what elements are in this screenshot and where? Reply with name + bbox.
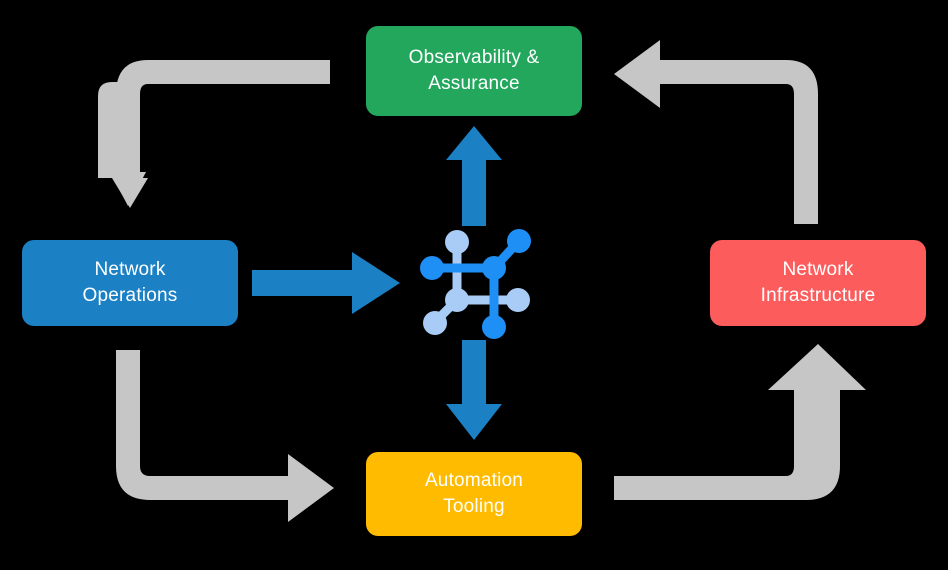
blue-arrow-operations-to-hub [252,252,400,314]
network-topology-icon [420,229,531,339]
gray-arrow-observability-to-operations-body [110,60,330,206]
node-box-automation[interactable]: Automation Tooling [366,452,582,536]
blue-arrow-hub-to-automation [446,340,502,440]
gray-arrow-infrastructure-to-observability [614,40,818,224]
node-box-observability[interactable]: Observability & Assurance [366,26,582,116]
gray-arrow-operations-to-automation [116,350,334,522]
gray-arrow-automation-to-infrastructure [614,344,866,500]
node-box-infrastructure[interactable]: Network Infrastructure [710,240,926,326]
blue-arrow-hub-to-observability [446,126,502,226]
node-box-operations[interactable]: Network Operations [22,240,238,326]
